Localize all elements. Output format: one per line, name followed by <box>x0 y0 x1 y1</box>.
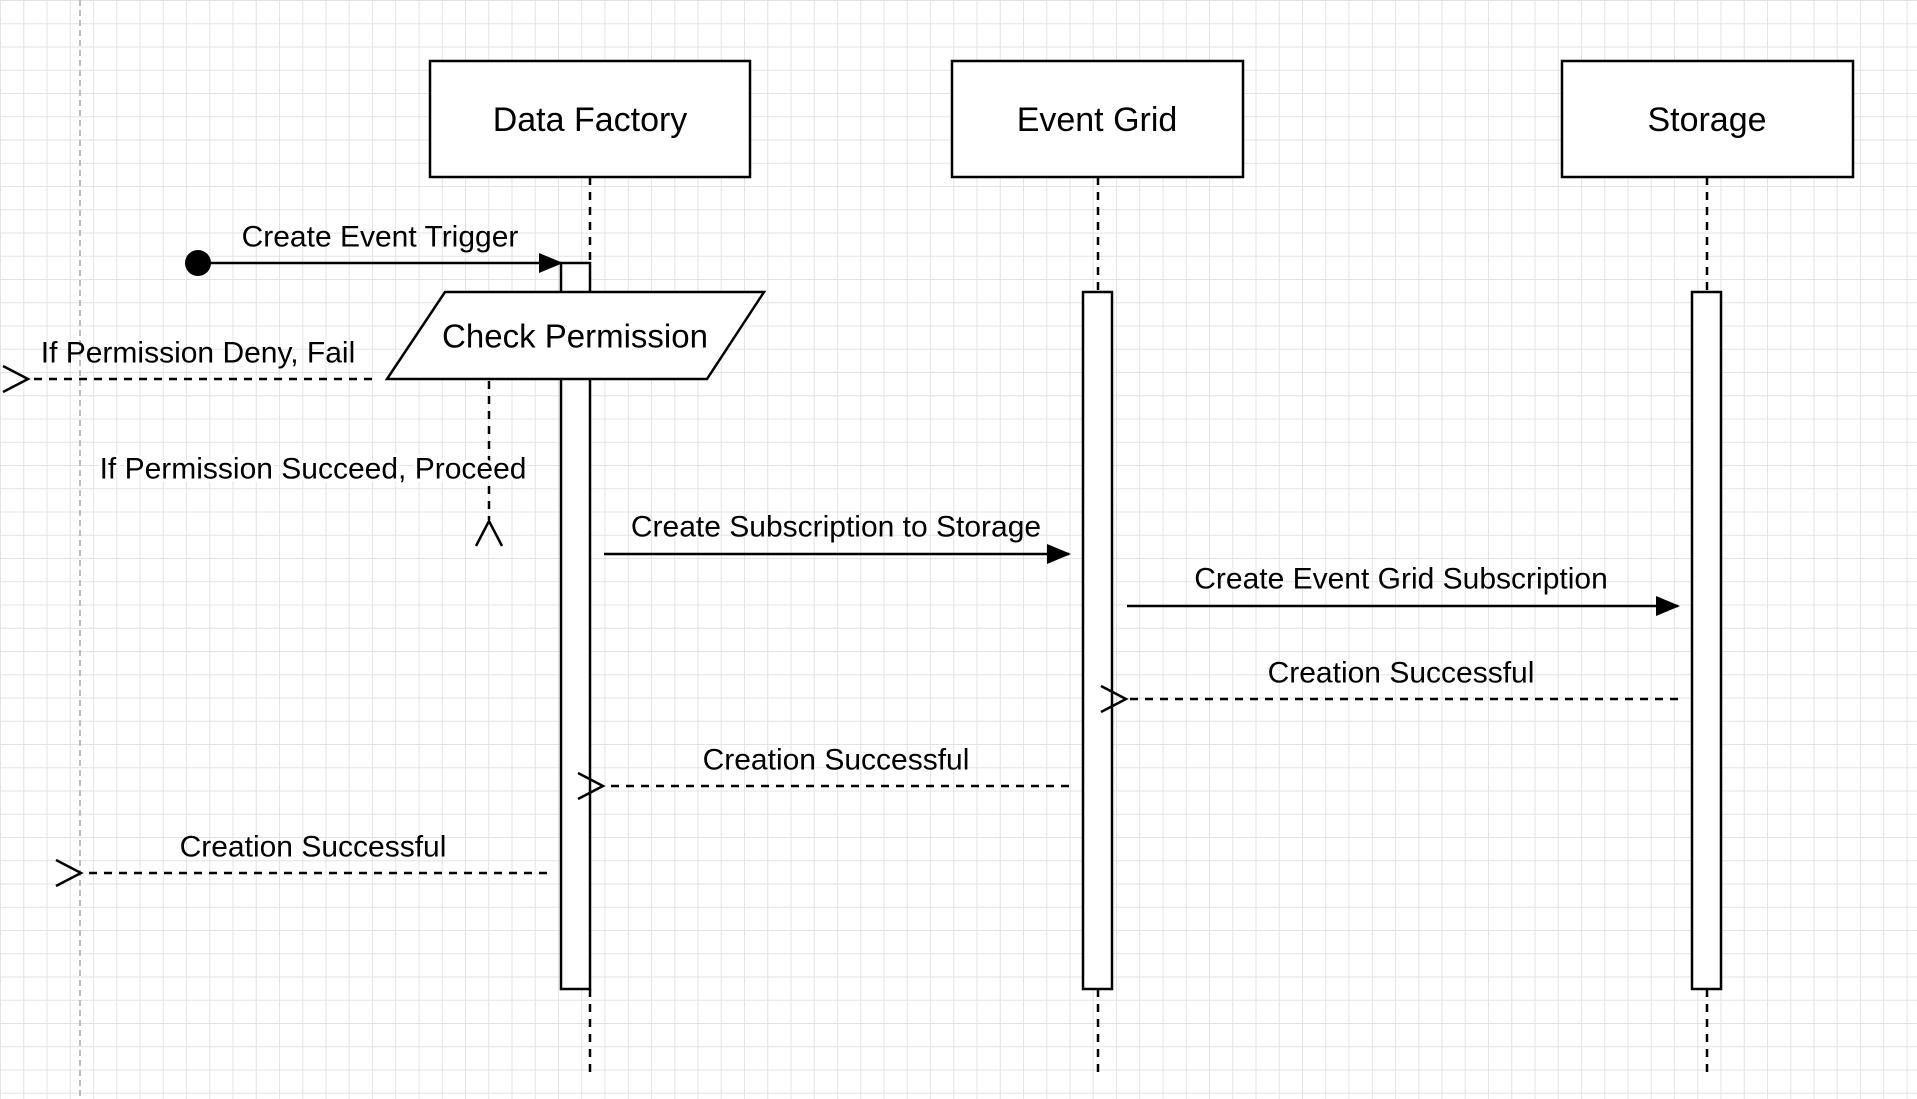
participant-label-event-grid: Event Grid <box>1017 101 1178 139</box>
activation-bar-storage[interactable] <box>1690 290 1723 991</box>
message-creation-successful-event-grid-label: Creation Successful <box>703 744 970 777</box>
message-create-event-grid-subscription-label: Create Event Grid Subscription <box>1194 563 1608 596</box>
activation-bar-event-grid[interactable] <box>1081 290 1114 991</box>
participant-label-storage: Storage <box>1647 101 1766 139</box>
message-create-event-trigger-label: Create Event Trigger <box>242 221 519 254</box>
message-permission-deny-label: If Permission Deny, Fail <box>41 337 356 370</box>
message-permission-succeed-label: If Permission Succeed, Proceed <box>100 453 527 486</box>
message-creation-successful-storage-label: Creation Successful <box>1268 657 1535 690</box>
message-creation-successful-data-factory-label: Creation Successful <box>180 831 447 864</box>
decision-check-permission[interactable]: Check Permission <box>384 290 767 381</box>
participant-storage[interactable]: Storage <box>1560 59 1855 179</box>
participant-data-factory[interactable]: Data Factory <box>428 59 752 179</box>
participant-label-data-factory: Data Factory <box>493 101 688 139</box>
message-create-subscription-label: Create Subscription to Storage <box>631 511 1041 544</box>
activation-bar-data-factory[interactable] <box>559 261 592 991</box>
decision-check-permission-label: Check Permission <box>442 318 708 355</box>
participant-event-grid[interactable]: Event Grid <box>950 59 1245 179</box>
